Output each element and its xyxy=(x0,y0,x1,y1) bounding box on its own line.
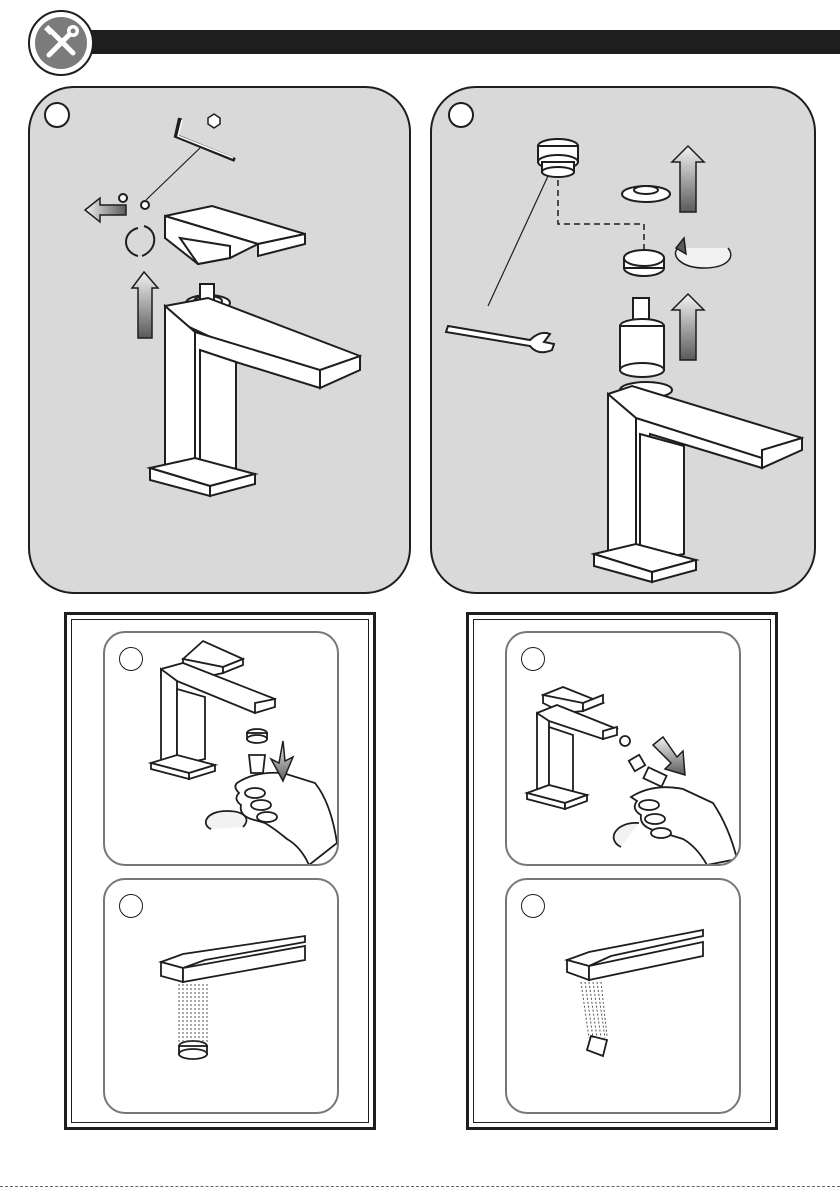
bidet-frame xyxy=(466,612,778,1130)
step-6-panel xyxy=(505,878,741,1114)
page-bottom-rule xyxy=(0,1186,840,1190)
header-bar xyxy=(30,30,840,54)
step-2-panel xyxy=(430,86,816,594)
step-6-illustration xyxy=(507,880,741,1114)
step-3-illustration xyxy=(105,633,339,866)
basin-frame xyxy=(64,612,376,1130)
tools-badge xyxy=(28,10,94,76)
step-5-panel xyxy=(505,631,741,866)
step-4-illustration xyxy=(105,880,339,1114)
step-1-illustration xyxy=(30,88,411,594)
step-3-panel xyxy=(103,631,339,866)
step-2-illustration xyxy=(432,88,816,594)
step-4-panel xyxy=(103,878,339,1114)
step-5-illustration xyxy=(507,633,741,866)
wrench-screwdriver-icon xyxy=(35,17,87,69)
step-1-panel xyxy=(28,86,411,594)
